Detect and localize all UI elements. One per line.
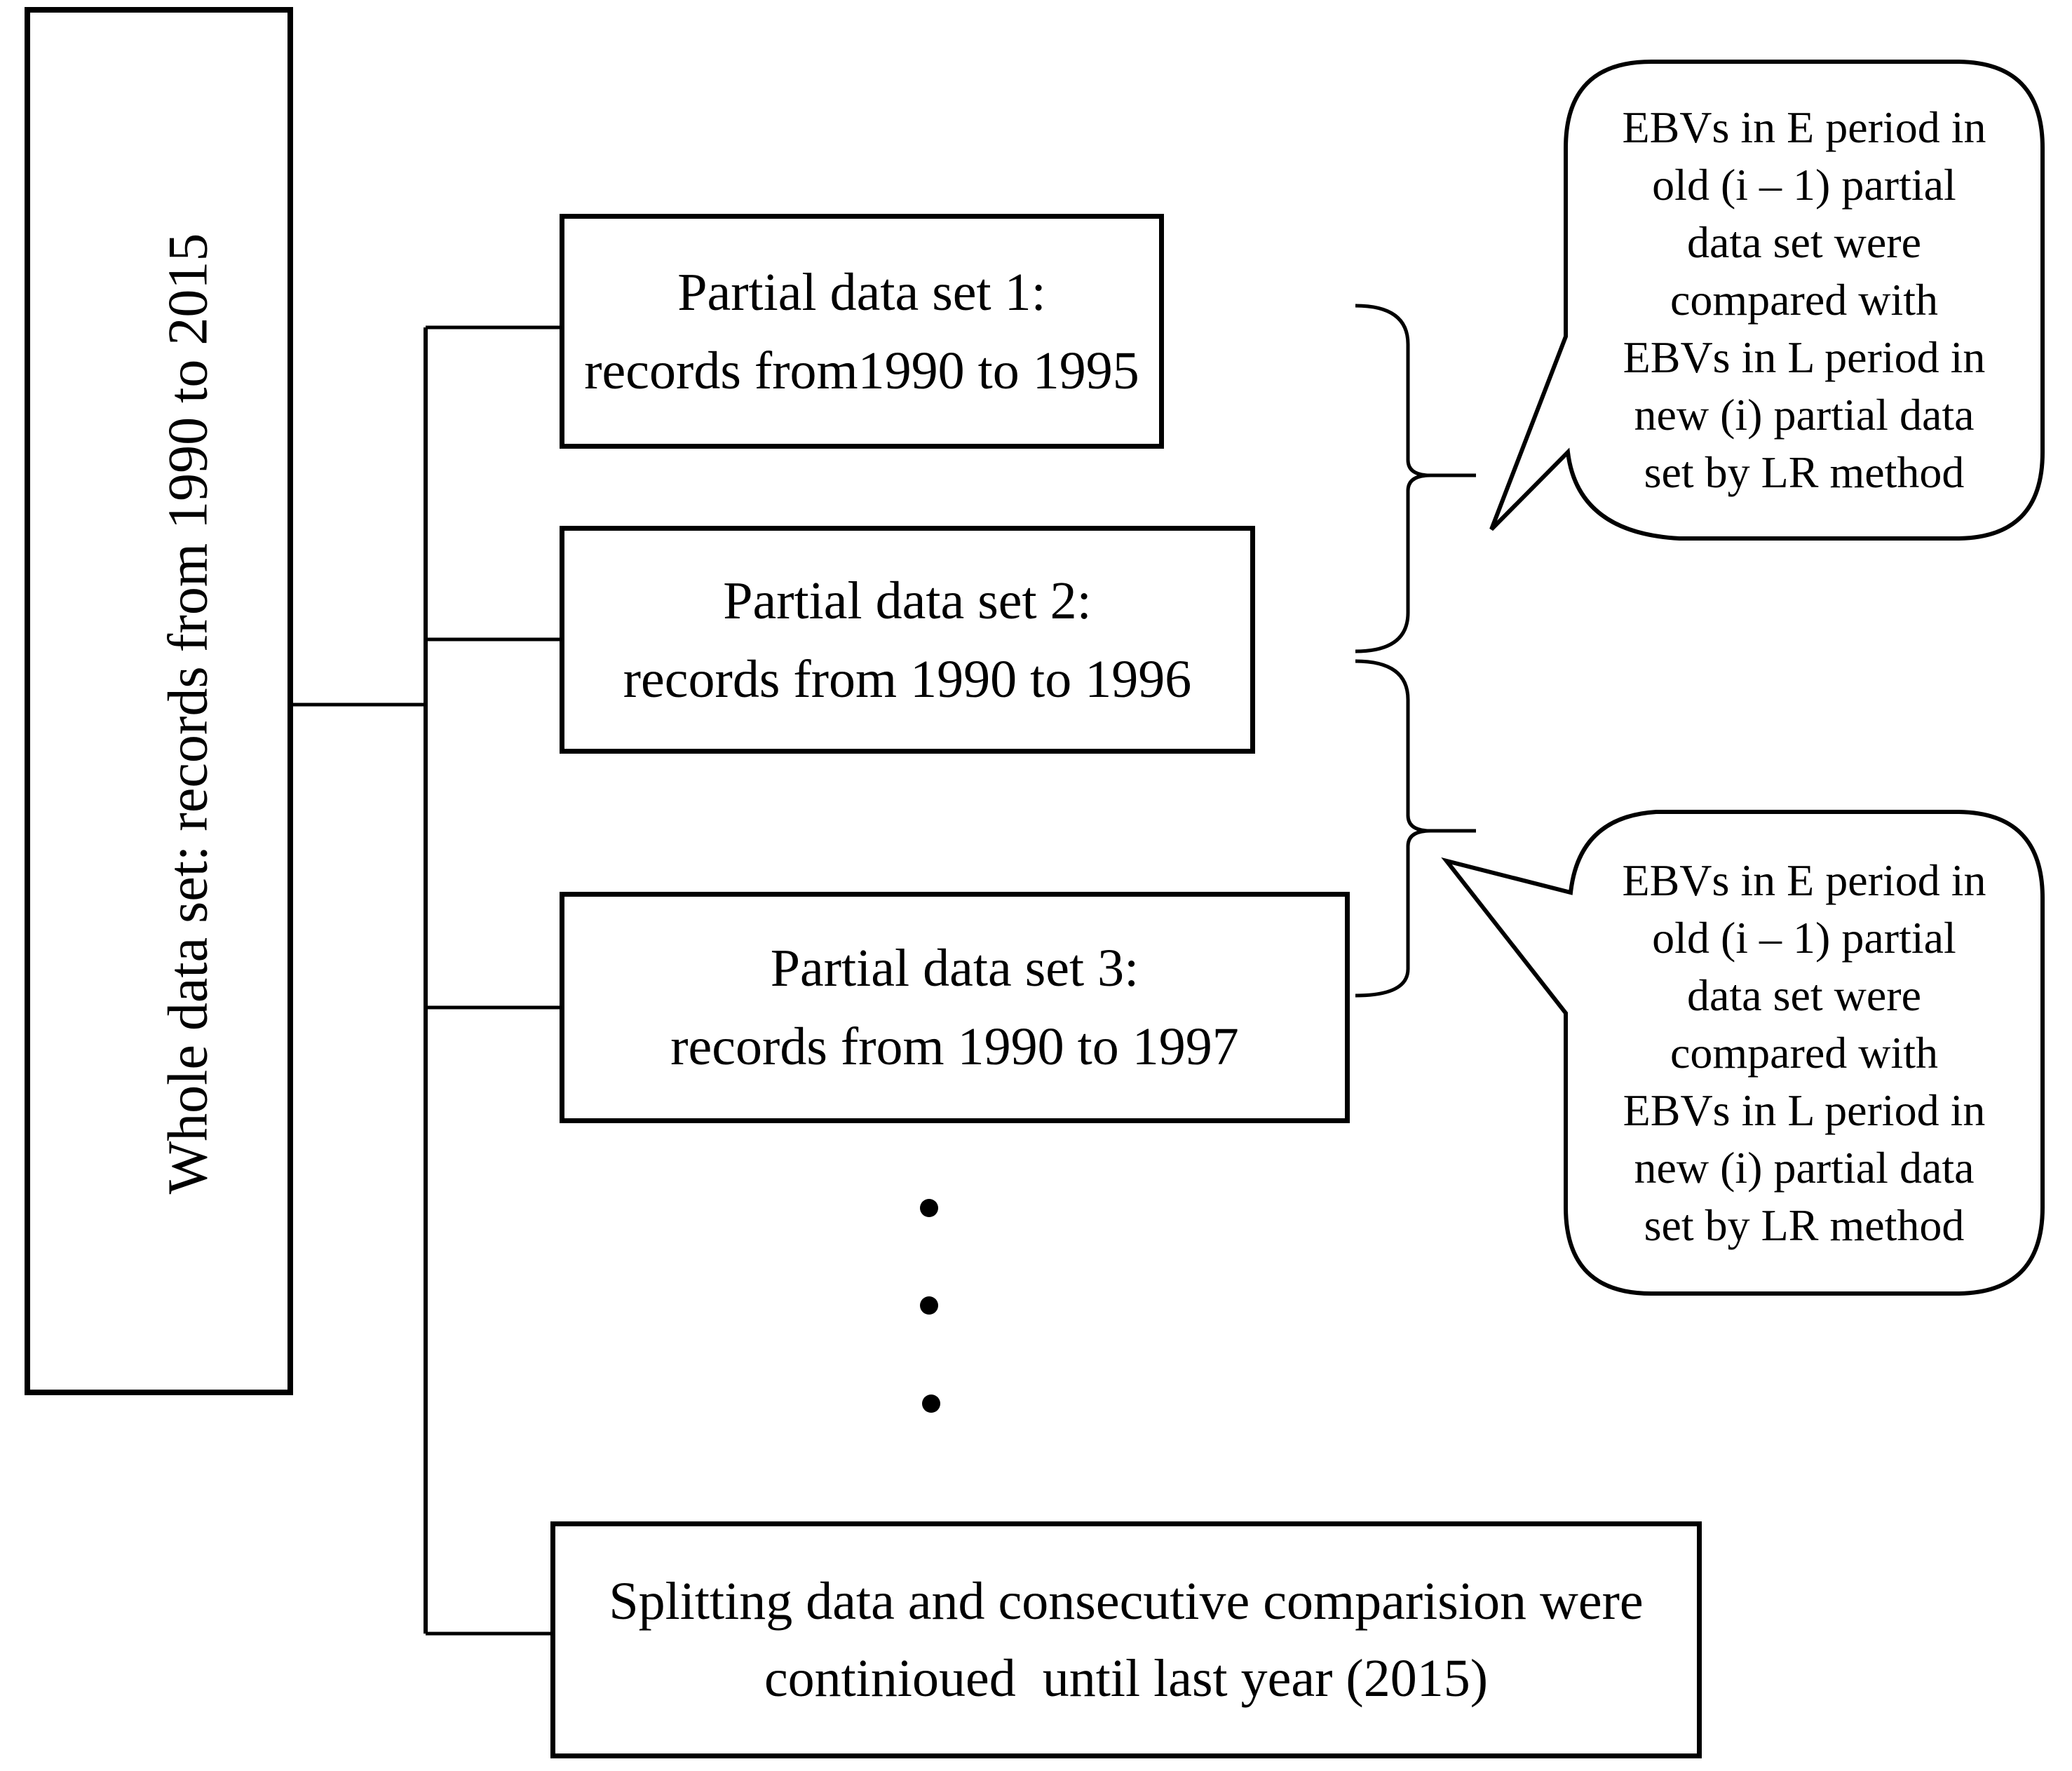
partial-data-set-3-box: Partial data set 3: records from 1990 to… bbox=[560, 892, 1350, 1123]
callout-2-line-2: old (i – 1) partial bbox=[1652, 912, 1956, 963]
brace-2-shape bbox=[1355, 659, 1431, 998]
callout-1-line-5: EBVs in L period in bbox=[1623, 332, 1986, 382]
partial-data-set-1-box: Partial data set 1: records from1990 to … bbox=[560, 214, 1164, 449]
callout-1-bubble-shape bbox=[1489, 60, 2045, 541]
ellipsis-dot-3 bbox=[922, 1395, 940, 1413]
callout-1-text: EBVs in E period in old (i – 1) partial … bbox=[1573, 69, 2036, 531]
brace-1-icon bbox=[1355, 304, 1476, 653]
whole-data-set-label: Whole data set: records from 1990 to 201… bbox=[157, 233, 219, 1195]
callout-2-line-6: new (i) partial data bbox=[1634, 1142, 1975, 1193]
callout-2-line-5: EBVs in L period in bbox=[1623, 1085, 1986, 1135]
callout-1-line-6: new (i) partial data bbox=[1634, 390, 1975, 440]
callout-1-line-1: EBVs in E period in bbox=[1622, 102, 1986, 152]
partial-2-range: records from 1990 to 1996 bbox=[623, 649, 1192, 709]
partial-3-title: Partial data set 3: bbox=[770, 939, 1139, 998]
partial-1-title: Partial data set 1: bbox=[677, 262, 1046, 322]
continuation-dots-icon bbox=[920, 1199, 940, 1413]
partial-2-title: Partial data set 2: bbox=[723, 571, 1092, 630]
whole-data-set-box: Whole data set: records from 1990 to 201… bbox=[25, 7, 293, 1395]
final-box-line-1: Splitting data and consecutive comparisi… bbox=[609, 1572, 1644, 1631]
callout-2-bubble-shape bbox=[1441, 810, 2045, 1296]
callout-2-line-7: set by LR method bbox=[1644, 1200, 1965, 1250]
callout-2-text: EBVs in E period in old (i – 1) partial … bbox=[1573, 819, 2036, 1287]
callout-2-line-1: EBVs in E period in bbox=[1622, 855, 1986, 905]
callout-1-line-4: compared with bbox=[1670, 275, 1939, 325]
final-box-line-2: continioued until last year (2015) bbox=[764, 1649, 1489, 1708]
partial-3-range: records from 1990 to 1997 bbox=[670, 1017, 1239, 1076]
callout-1-line-7: set by LR method bbox=[1644, 447, 1965, 497]
partial-1-range: records from1990 to 1995 bbox=[584, 341, 1139, 400]
partial-data-set-2-box: Partial data set 2: records from 1990 to… bbox=[560, 526, 1255, 754]
callout-1-line-3: data set were bbox=[1686, 217, 1922, 267]
callout-2-line-3: data set were bbox=[1686, 970, 1922, 1020]
tree-connector-lines bbox=[293, 325, 560, 1636]
brace-1-shape bbox=[1355, 304, 1431, 653]
brace-2-icon bbox=[1355, 659, 1476, 998]
callout-2-line-4: compared with bbox=[1670, 1027, 1939, 1078]
ellipsis-dot-2 bbox=[920, 1296, 938, 1315]
callout-1-line-2: old (i – 1) partial bbox=[1652, 160, 1956, 210]
ellipsis-dot-1 bbox=[920, 1199, 938, 1217]
final-splitting-box: Splitting data and consecutive comparisi… bbox=[550, 1521, 1702, 1758]
